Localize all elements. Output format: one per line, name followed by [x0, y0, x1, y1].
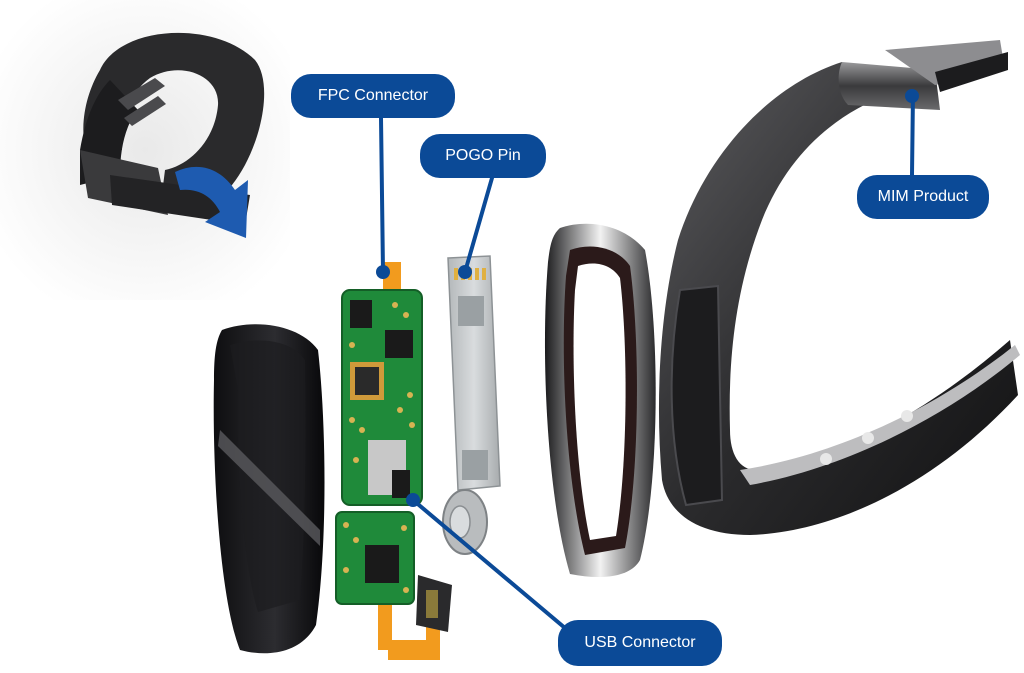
- curved-arrow-icon: [175, 166, 248, 238]
- pogo-leader-line: [463, 176, 494, 274]
- main-pcb: [341, 289, 423, 506]
- pogo-pin-label: POGO Pin: [420, 134, 546, 178]
- mim-clasp: [838, 40, 1008, 110]
- coin-battery: [442, 489, 488, 555]
- usb-connector-label: USB Connector: [558, 620, 722, 666]
- top-cover: [213, 324, 325, 654]
- usb-leader-line: [411, 498, 567, 630]
- bracelet-inset: [0, 0, 290, 300]
- mim-product-label: MIM Product: [857, 175, 989, 219]
- secondary-pcb: [335, 511, 415, 605]
- pogo-pin-board: [447, 255, 501, 491]
- fpc-leader-line: [379, 116, 385, 274]
- callout-lines: [379, 90, 915, 630]
- usb-connector-part: [416, 575, 452, 632]
- strap: [658, 62, 1020, 535]
- fpc-connector-label: FPC Connector: [291, 74, 455, 118]
- mim-leader-line: [910, 90, 915, 177]
- callout-dots: [376, 89, 919, 507]
- display-frame: [544, 223, 656, 578]
